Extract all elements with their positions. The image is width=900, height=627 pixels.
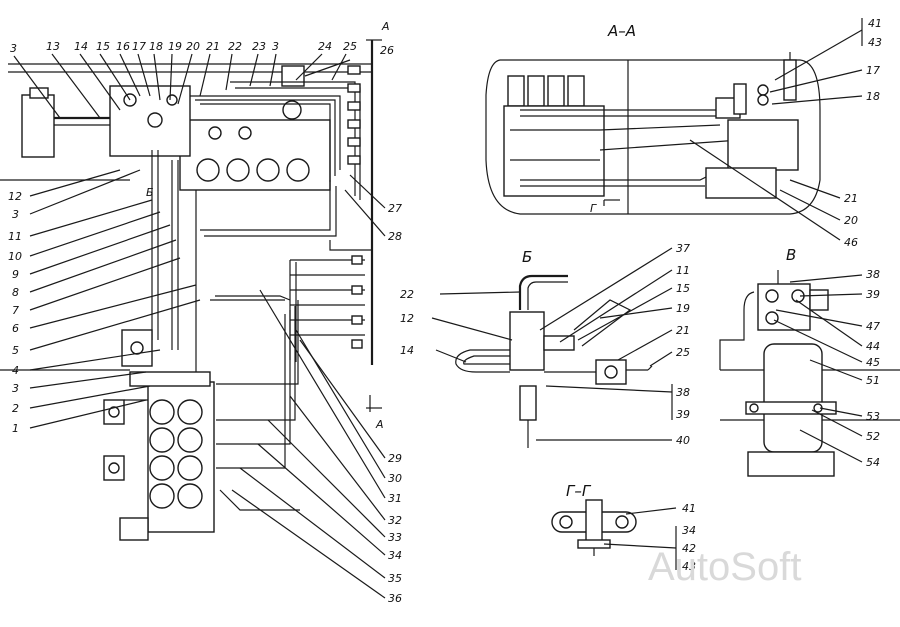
gg-callout-41: 41 — [682, 502, 696, 515]
callout-26: 26 — [380, 44, 394, 57]
callout-21: 21 — [206, 40, 220, 53]
callout-3a: 3 — [10, 42, 17, 55]
b-callout-11: 11 — [676, 264, 690, 277]
callout-3c: 3 — [12, 208, 19, 221]
b-callout-15: 15 — [676, 282, 690, 295]
gg-callout-43: 43 — [682, 560, 696, 573]
aa-callout-41: 41 — [868, 17, 882, 30]
view-b-small: Б — [146, 186, 154, 199]
section-gg: Г–Г 41 34 42 43 — [551, 482, 696, 573]
callout-20: 20 — [186, 40, 200, 53]
callout-32: 32 — [388, 514, 402, 527]
main-right-callouts: 27 28 — [388, 202, 402, 243]
cut-mark-top: А — [381, 20, 390, 33]
callout-3b: 3 — [272, 40, 279, 53]
gg-callout-34: 34 — [682, 524, 696, 537]
view-v-title: В — [786, 246, 796, 264]
v-callout-47: 47 — [866, 320, 880, 333]
callout-13: 13 — [46, 40, 60, 53]
main-top-callouts: 3 13 14 15 16 17 18 19 20 21 22 23 3 24 … — [10, 20, 394, 431]
b-callout-22: 22 — [400, 288, 414, 301]
main-left-leaders — [29, 169, 201, 429]
callout-8: 8 — [12, 286, 19, 299]
aa-callout-43: 43 — [868, 36, 882, 49]
view-b: Б 37 11 15 19 21 22 12 14 25 3 — [400, 242, 690, 448]
section-aa: А–А Г 41 43 17 — [485, 17, 882, 249]
callout-22: 22 — [228, 40, 242, 53]
callout-12: 12 — [8, 190, 22, 203]
upper-right-fittings — [347, 65, 361, 165]
v-callout-53: 53 — [866, 410, 880, 423]
aa-callout-17: 17 — [866, 64, 880, 77]
callout-36: 36 — [388, 592, 402, 605]
main-bottom-leaders — [231, 174, 386, 599]
callout-2: 2 — [12, 402, 19, 415]
callout-23: 23 — [252, 40, 266, 53]
view-v: В 38 39 47 44 45 51 53 52 54 — [719, 246, 900, 477]
callout-3d: 3 — [12, 382, 19, 395]
main-left-callouts: 12 3 11 10 9 8 7 6 5 4 3 2 1 — [8, 190, 22, 435]
view-b-title: Б — [522, 248, 532, 266]
v-callout-44: 44 — [866, 340, 880, 353]
v-callout-38: 38 — [866, 268, 880, 281]
section-gg-title: Г–Г — [566, 482, 592, 500]
v-callout-51: 51 — [866, 374, 880, 387]
callout-10: 10 — [8, 250, 22, 263]
callout-16: 16 — [116, 40, 130, 53]
callout-29: 29 — [388, 452, 402, 465]
cut-mark-g: Г — [590, 202, 597, 215]
b-callout-21: 21 — [676, 324, 690, 337]
b-callout-40: 40 — [676, 434, 690, 447]
callout-17: 17 — [132, 40, 146, 53]
v-callout-45: 45 — [866, 356, 880, 369]
b-callout-39: 39 — [676, 408, 690, 421]
callout-27: 27 — [388, 202, 402, 215]
aa-callout-21: 21 — [844, 192, 858, 205]
callout-25: 25 — [343, 40, 357, 53]
section-aa-title: А–А — [607, 22, 636, 40]
callout-9: 9 — [12, 268, 19, 281]
callout-33: 33 — [388, 531, 402, 544]
aa-callout-20: 20 — [844, 214, 858, 227]
gg-callout-42: 42 — [682, 542, 696, 555]
watermark: AutoSoft — [648, 545, 801, 589]
main-bottom-callouts: 29 30 31 32 33 34 35 36 — [388, 452, 402, 605]
aa-callout-46: 46 — [844, 236, 858, 249]
b-callout-25: 25 — [676, 346, 690, 359]
b-callout-14: 14 — [400, 344, 414, 357]
b-callout-37: 37 — [676, 242, 690, 255]
b-callout-12: 12 — [400, 312, 414, 325]
callout-15: 15 — [96, 40, 110, 53]
b-callout-38: 38 — [676, 386, 690, 399]
callout-6: 6 — [12, 322, 19, 335]
cut-mark-bottom: А — [375, 418, 384, 431]
b-callout-19: 19 — [676, 302, 690, 315]
callout-14: 14 — [74, 40, 88, 53]
callout-31: 31 — [388, 492, 402, 505]
callout-30: 30 — [388, 472, 402, 485]
callout-24: 24 — [318, 40, 332, 53]
callout-7: 7 — [12, 304, 19, 317]
v-callout-52: 52 — [866, 430, 880, 443]
callout-4: 4 — [12, 364, 19, 377]
main-assembly — [0, 39, 382, 541]
callout-5: 5 — [12, 344, 19, 357]
callout-18: 18 — [149, 40, 163, 53]
callout-35: 35 — [388, 572, 402, 585]
aa-callout-18: 18 — [866, 90, 880, 103]
callout-1: 1 — [12, 422, 19, 435]
callout-34: 34 — [388, 549, 402, 562]
v-callout-39: 39 — [866, 288, 880, 301]
v-callout-54: 54 — [866, 456, 880, 469]
callout-11: 11 — [8, 230, 22, 243]
callout-28: 28 — [388, 230, 402, 243]
callout-19: 19 — [168, 40, 182, 53]
